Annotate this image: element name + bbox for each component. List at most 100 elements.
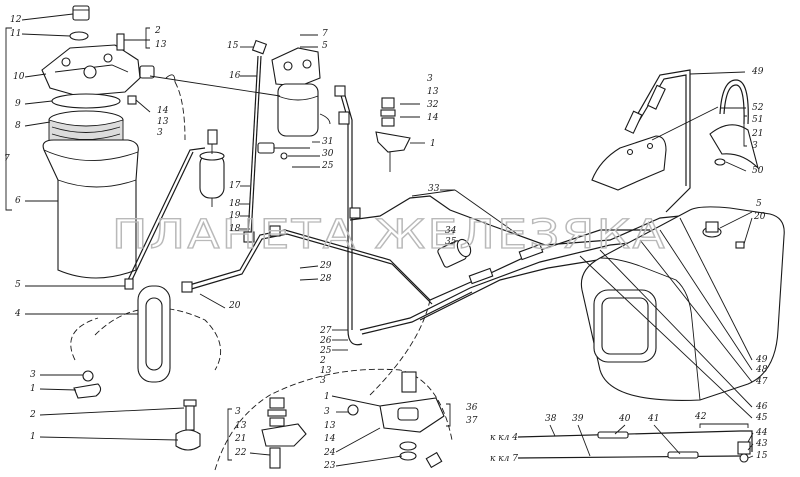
callout-l-7a: 7 bbox=[4, 154, 10, 164]
main-fuel-lines bbox=[25, 147, 776, 335]
callout-l-36: 36 bbox=[466, 403, 478, 413]
callout-l-3a: 3 bbox=[157, 128, 163, 138]
bracket-1-small bbox=[375, 97, 425, 172]
callout-l-37: 37 bbox=[466, 416, 478, 426]
seal-9 bbox=[51, 93, 121, 109]
callout-l-42: 42 bbox=[694, 412, 707, 422]
callout-l-3g: 3 bbox=[752, 141, 758, 151]
lower-frame-curve bbox=[369, 299, 431, 396]
clamp-stack-right bbox=[331, 371, 451, 469]
callout-l-2c: 2 bbox=[29, 410, 36, 420]
callout-l-5c: 5 bbox=[756, 199, 762, 209]
callout-l-28: 28 bbox=[319, 274, 332, 284]
callout-l-16: 16 bbox=[229, 71, 241, 81]
callout-l-21b: 21 bbox=[751, 129, 763, 139]
tank-sender-unit bbox=[591, 69, 746, 213]
callout-l-13a: 13 bbox=[155, 40, 167, 50]
callout-l-15b: 15 bbox=[756, 451, 768, 461]
callout-l-2a: 2 bbox=[154, 26, 161, 36]
upper-frame-curve bbox=[174, 81, 186, 141]
callout-l-21a: 21 bbox=[234, 434, 246, 444]
callout-l-1b: 1 bbox=[30, 384, 36, 394]
callout-l-30: 30 bbox=[322, 149, 334, 159]
callout-l-38: 38 bbox=[545, 414, 557, 424]
note-to-valve-4: к кл 4 bbox=[490, 433, 518, 443]
cover-4 bbox=[25, 285, 171, 383]
callout-l-1d: 1 bbox=[324, 392, 330, 402]
callout-l-8: 8 bbox=[15, 121, 21, 131]
left-frame-outline bbox=[94, 307, 222, 371]
fine-filter bbox=[257, 34, 331, 168]
callout-l-9: 9 bbox=[15, 99, 21, 109]
washer-11 bbox=[69, 31, 89, 41]
callout-l-13d: 13 bbox=[320, 366, 332, 376]
filter-housing-6 bbox=[42, 139, 139, 279]
bolt-2 bbox=[116, 33, 125, 51]
callout-l-5a: 5 bbox=[322, 41, 328, 51]
callout-l-3d: 3 bbox=[30, 370, 36, 380]
callout-l-43: 43 bbox=[755, 439, 768, 449]
callout-l-51: 51 bbox=[752, 115, 763, 125]
callout-l-52: 52 bbox=[752, 103, 764, 113]
callout-l-39: 39 bbox=[572, 414, 584, 424]
clamps-bottom-left bbox=[39, 370, 201, 451]
fuel-filter-assembly bbox=[41, 5, 155, 279]
watermark-text: ПЛАНЕТА ЖЕЛЕЗЯКА bbox=[112, 212, 667, 258]
callout-l-27: 27 bbox=[319, 326, 332, 336]
sediment-bowl bbox=[199, 129, 225, 207]
fitting-34-35 bbox=[437, 238, 472, 268]
tank-leaders bbox=[579, 217, 753, 419]
callout-l-12: 12 bbox=[10, 15, 22, 25]
lower-pipe-assembly bbox=[517, 423, 754, 463]
callout-l-22: 22 bbox=[234, 448, 247, 458]
callout-l-40: 40 bbox=[618, 414, 631, 424]
callout-l-2b: 2 bbox=[319, 356, 326, 366]
callout-l-25: 25 bbox=[321, 161, 334, 171]
callout-l-50: 50 bbox=[752, 166, 764, 176]
callout-l-1c: 1 bbox=[30, 432, 36, 442]
callout-l-49a: 49 bbox=[751, 67, 764, 77]
callout-l-13f: 13 bbox=[324, 421, 336, 431]
callout-l-19: 19 bbox=[229, 211, 241, 221]
callout-l-44: 44 bbox=[755, 428, 768, 438]
callout-l-15a: 15 bbox=[227, 41, 239, 51]
callout-l-14a: 14 bbox=[157, 106, 169, 116]
callout-l-1a: 1 bbox=[430, 139, 436, 149]
filter-cap-12 bbox=[72, 5, 90, 21]
center-pipes bbox=[332, 85, 363, 351]
callout-l-14c: 14 bbox=[324, 434, 336, 444]
callout-l-3e: 3 bbox=[235, 407, 241, 417]
vertical-pipe-16 bbox=[240, 39, 268, 243]
link-head-to-filter bbox=[149, 75, 281, 97]
callout-l-49b: 49 bbox=[755, 355, 768, 365]
strap-51 bbox=[709, 79, 760, 172]
callout-l-3b: 3 bbox=[427, 74, 433, 84]
callout-l-5b: 5 bbox=[15, 280, 21, 290]
callout-l-13e: 13 bbox=[235, 421, 247, 431]
callout-l-13b: 13 bbox=[157, 117, 169, 127]
callout-l-11: 11 bbox=[10, 29, 21, 39]
note-to-valve-7: к кл 7 bbox=[490, 454, 518, 464]
callout-l-20a: 20 bbox=[228, 301, 241, 311]
callout-l-29: 29 bbox=[319, 261, 332, 271]
callout-l-31: 31 bbox=[322, 137, 333, 147]
callout-l-35: 35 bbox=[445, 237, 457, 247]
callout-l-20b: 20 bbox=[753, 212, 766, 222]
callout-l-26: 26 bbox=[319, 336, 332, 346]
left-wheel-outline bbox=[70, 317, 99, 361]
callout-l-23: 23 bbox=[323, 461, 336, 471]
callout-l-7b: 7 bbox=[322, 29, 328, 39]
callout-l-32: 32 bbox=[427, 100, 439, 110]
callout-l-14b: 14 bbox=[427, 113, 439, 123]
callout-l-45: 45 bbox=[755, 413, 768, 423]
fuel-tank bbox=[580, 206, 785, 401]
filter-leaders bbox=[21, 13, 74, 202]
callout-l-48: 48 bbox=[755, 365, 768, 375]
callout-l-4: 4 bbox=[14, 309, 21, 319]
callout-l-46: 46 bbox=[755, 402, 768, 412]
clamp-stack-center bbox=[227, 397, 307, 469]
callout-l-18b: 18 bbox=[229, 224, 241, 234]
brace-7 bbox=[5, 27, 12, 211]
callout-l-6: 6 bbox=[15, 196, 21, 206]
